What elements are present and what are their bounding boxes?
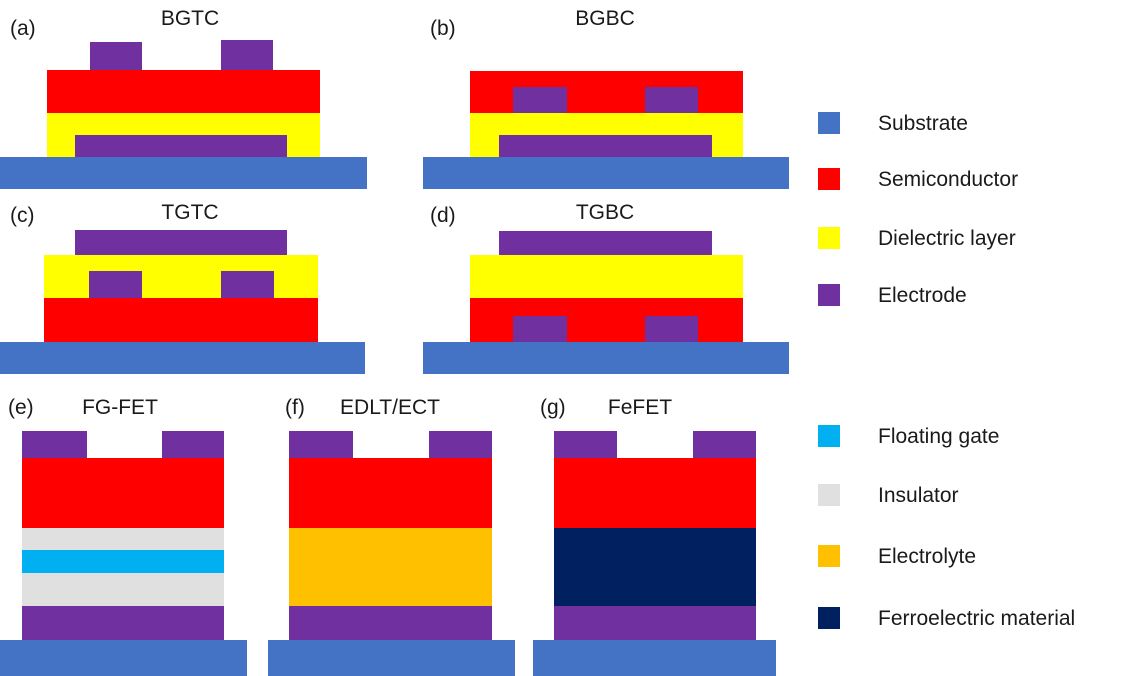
legend-label-semiconductor: Semiconductor (878, 168, 1019, 191)
dielectric-layer (44, 255, 318, 298)
gate-electrode (554, 606, 756, 640)
source-electrode (513, 87, 567, 113)
gate-electrode (499, 135, 712, 157)
gate-electrode (75, 230, 287, 255)
drain-electrode (645, 316, 698, 342)
substrate-layer (0, 640, 247, 676)
legend-label-ferroelectric: Ferroelectric material (878, 607, 1076, 630)
legend-swatch-electrode (818, 284, 840, 306)
panel-e-title: FG-FET (82, 396, 158, 419)
substrate-layer (423, 342, 789, 374)
panel-f-label: (f) (285, 396, 305, 419)
drain-electrode (162, 431, 224, 458)
panel-a-device (0, 40, 367, 189)
dielectric-layer (470, 255, 743, 298)
drain-electrode (645, 87, 698, 113)
panel-f-title: EDLT/ECT (340, 396, 440, 419)
panel-b-label: (b) (430, 17, 456, 40)
legend-swatch-electrolyte (818, 545, 840, 567)
drain-electrode (221, 40, 273, 70)
drain-electrode (429, 431, 492, 458)
legend-label-substrate: Substrate (878, 112, 968, 135)
legend-label-floating-gate: Floating gate (878, 425, 1000, 448)
panel-g-title: FeFET (607, 396, 673, 419)
panel-b-device (423, 71, 789, 189)
gate-electrode (22, 606, 224, 640)
panel-d-label: (d) (430, 204, 456, 227)
insulator-layer-bottom (22, 573, 224, 606)
panel-g-device (533, 431, 776, 676)
substrate-layer (268, 640, 515, 676)
substrate-layer (0, 157, 367, 189)
ferroelectric-layer (554, 528, 756, 606)
legend-label-dielectric: Dielectric layer (878, 227, 1016, 250)
source-electrode (90, 42, 142, 70)
panel-a-label: (a) (10, 17, 36, 40)
source-electrode (89, 271, 142, 298)
substrate-layer (423, 157, 789, 189)
legend-label-electrode: Electrode (878, 284, 967, 307)
panel-d-title: TGBC (575, 201, 635, 224)
legend-swatch-dielectric (818, 227, 840, 249)
panel-g-label: (g) (540, 396, 566, 419)
semiconductor-layer (554, 458, 756, 528)
semiconductor-layer (289, 458, 492, 528)
gate-electrode (289, 606, 492, 640)
panel-f-device (268, 431, 515, 676)
source-electrode (22, 431, 87, 458)
drain-electrode (221, 271, 274, 298)
panel-b-title: BGBC (575, 7, 635, 30)
semiconductor-layer (44, 298, 318, 342)
legend-swatch-semiconductor (818, 168, 840, 190)
panel-e-label: (e) (8, 396, 34, 419)
source-electrode (289, 431, 353, 458)
legend-swatch-substrate (818, 112, 840, 134)
panel-d-device (423, 231, 789, 374)
legend-swatch-floating-gate (818, 425, 840, 447)
electrolyte-layer (289, 528, 492, 606)
substrate-layer (0, 342, 365, 374)
semiconductor-layer (470, 298, 743, 342)
panel-a-title: BGTC (160, 7, 220, 30)
gate-electrode (499, 231, 712, 255)
panel-c-title: TGTC (161, 201, 219, 224)
panel-c-label: (c) (10, 204, 35, 227)
panel-c-device (0, 230, 365, 374)
gate-electrode (75, 135, 287, 157)
drain-electrode (693, 431, 756, 458)
semiconductor-layer (47, 70, 320, 113)
legend-swatch-ferroelectric (818, 607, 840, 629)
legend-label-electrolyte: Electrolyte (878, 545, 977, 568)
semiconductor-layer (22, 458, 224, 528)
source-electrode (513, 316, 567, 342)
substrate-layer (533, 640, 776, 676)
semiconductor-layer (470, 71, 743, 113)
legend-label-insulator: Insulator (878, 484, 959, 507)
legend-swatch-insulator (818, 484, 840, 506)
insulator-layer-top (22, 528, 224, 550)
panel-e-device (0, 431, 247, 676)
floating-gate-layer (22, 550, 224, 573)
source-electrode (554, 431, 617, 458)
